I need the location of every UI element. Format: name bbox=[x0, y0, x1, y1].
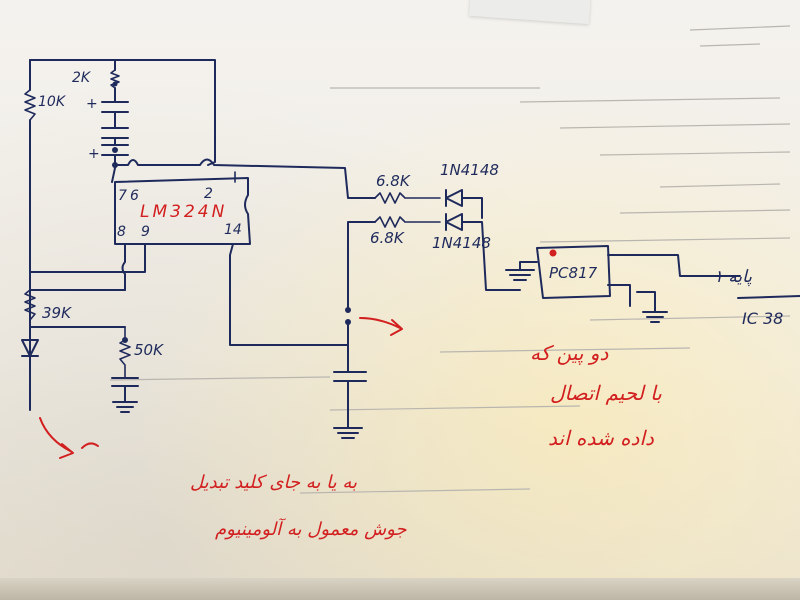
diode-upper-label: 1N4148 bbox=[440, 161, 499, 179]
ground-symbol-center bbox=[333, 380, 363, 439]
opto-ground-wire bbox=[505, 261, 538, 281]
resistor-50k bbox=[119, 326, 131, 379]
pin-14-label: 14 bbox=[224, 222, 242, 238]
diode-lower bbox=[445, 213, 521, 291]
solder-pin-dot bbox=[345, 319, 351, 325]
background-print bbox=[109, 25, 791, 494]
ic-lm324n-body bbox=[114, 177, 251, 245]
opto-pc817-body bbox=[536, 245, 611, 299]
cap-column-wire bbox=[111, 59, 116, 183]
note-right-line1: دو پین که bbox=[530, 341, 608, 365]
cap-node-wire bbox=[114, 158, 361, 199]
diode-upper bbox=[445, 189, 483, 219]
opto-output-wire-bottom bbox=[607, 284, 668, 323]
pin-2-label: 2 bbox=[204, 186, 213, 202]
pin-9-label: 9 bbox=[141, 224, 150, 240]
r-2k-label: 2K bbox=[72, 70, 92, 86]
lower-branch-wire bbox=[347, 221, 376, 231]
out-pin-label: پایه ۱ bbox=[714, 267, 753, 287]
pin-6-label: 6 bbox=[130, 188, 139, 204]
pin-8-label: 8 bbox=[117, 224, 126, 240]
resistor-6-8k-upper bbox=[374, 192, 441, 204]
red-squiggle bbox=[81, 442, 99, 449]
red-arrow-left bbox=[39, 417, 74, 459]
junction-dot bbox=[112, 81, 118, 87]
resistor-2k bbox=[110, 69, 120, 89]
note-left-line2: جوش معمول به آلومینیوم bbox=[215, 518, 407, 540]
junction-dot bbox=[112, 147, 118, 153]
opto-label: PC817 bbox=[549, 264, 598, 282]
resistor-6-8k-lower bbox=[374, 216, 441, 228]
r-39k-label: 39K bbox=[42, 304, 72, 322]
ground-symbol-left bbox=[112, 385, 138, 413]
solder-pin-dot bbox=[345, 307, 351, 313]
plus-bottom-label: + bbox=[88, 146, 100, 162]
top-rail-wire bbox=[29, 59, 216, 166]
r-6-8k-lower-label: 6.8K bbox=[370, 229, 405, 247]
note-left-line1: به یا به جای کلید تبدیل bbox=[190, 472, 357, 493]
plus-top-label: + bbox=[86, 96, 98, 112]
resistor-39k bbox=[24, 289, 36, 321]
junction-dot bbox=[122, 337, 128, 343]
pin1-marker-dot bbox=[549, 249, 557, 257]
opto-output-wire-top bbox=[607, 254, 741, 277]
diode-lower-label: 1N4148 bbox=[432, 234, 491, 252]
note-right-line2: با لحیم اتصال bbox=[550, 381, 662, 405]
pin8-9-wire bbox=[29, 243, 146, 291]
r-50k-label: 50K bbox=[134, 341, 164, 359]
ic-ref-label: IC 38 bbox=[742, 309, 783, 328]
r-6-8k-upper-label: 6.8K bbox=[376, 172, 411, 190]
pin-7-label: 7 bbox=[118, 188, 127, 204]
ic-name-label: LM324N bbox=[140, 202, 227, 222]
ic-ref-underline bbox=[737, 295, 800, 299]
red-arrow-right bbox=[359, 317, 403, 336]
diode-left bbox=[21, 339, 39, 357]
pin14-output-wire bbox=[229, 243, 349, 346]
r-10k-label: 10K bbox=[38, 94, 67, 110]
resistor-10k bbox=[24, 89, 36, 121]
table-edge bbox=[0, 578, 800, 600]
note-right-line3: داده شده اند bbox=[548, 426, 654, 450]
